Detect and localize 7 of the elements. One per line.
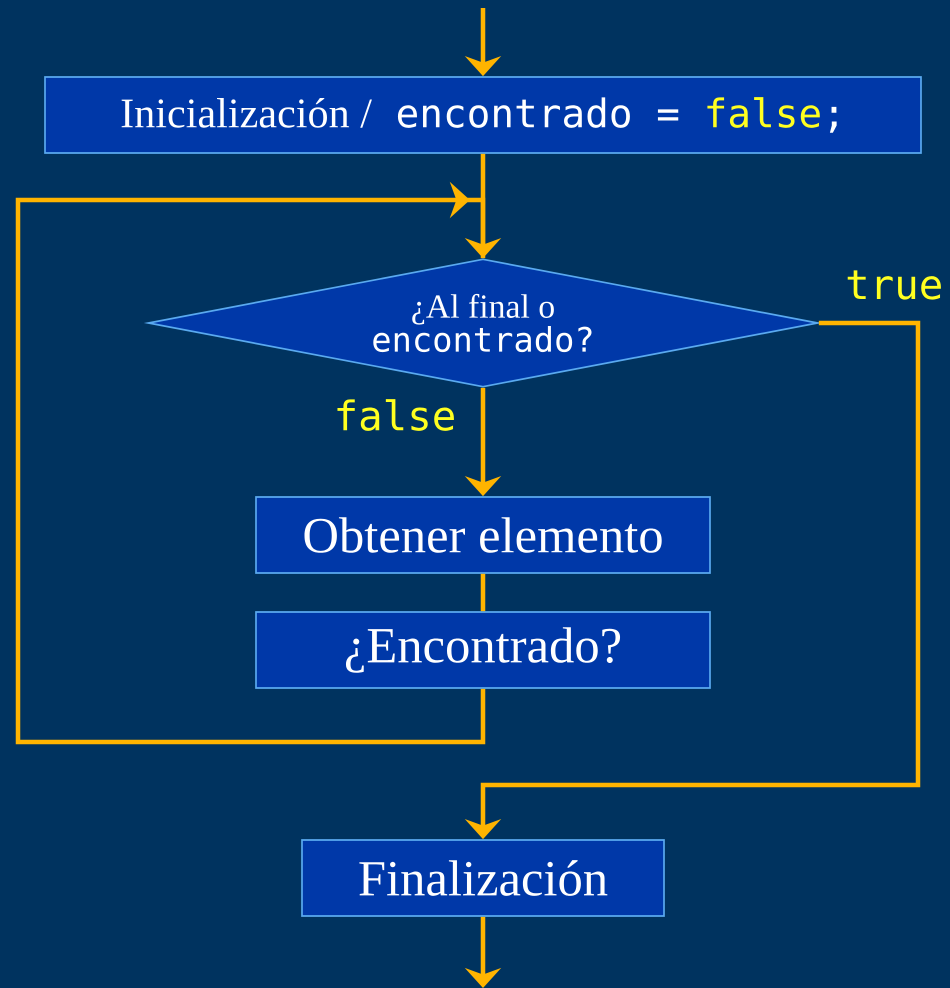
arrow [16,182,486,744]
process-box: ¿Encontrado? [255,611,711,689]
process-box: Finalización [301,839,665,917]
process-box: Obtener elemento [255,496,711,574]
edge-label: false [332,398,458,432]
process-box: Inicialización / encontrado = false ; [44,76,922,154]
edge-label: true [844,269,945,301]
